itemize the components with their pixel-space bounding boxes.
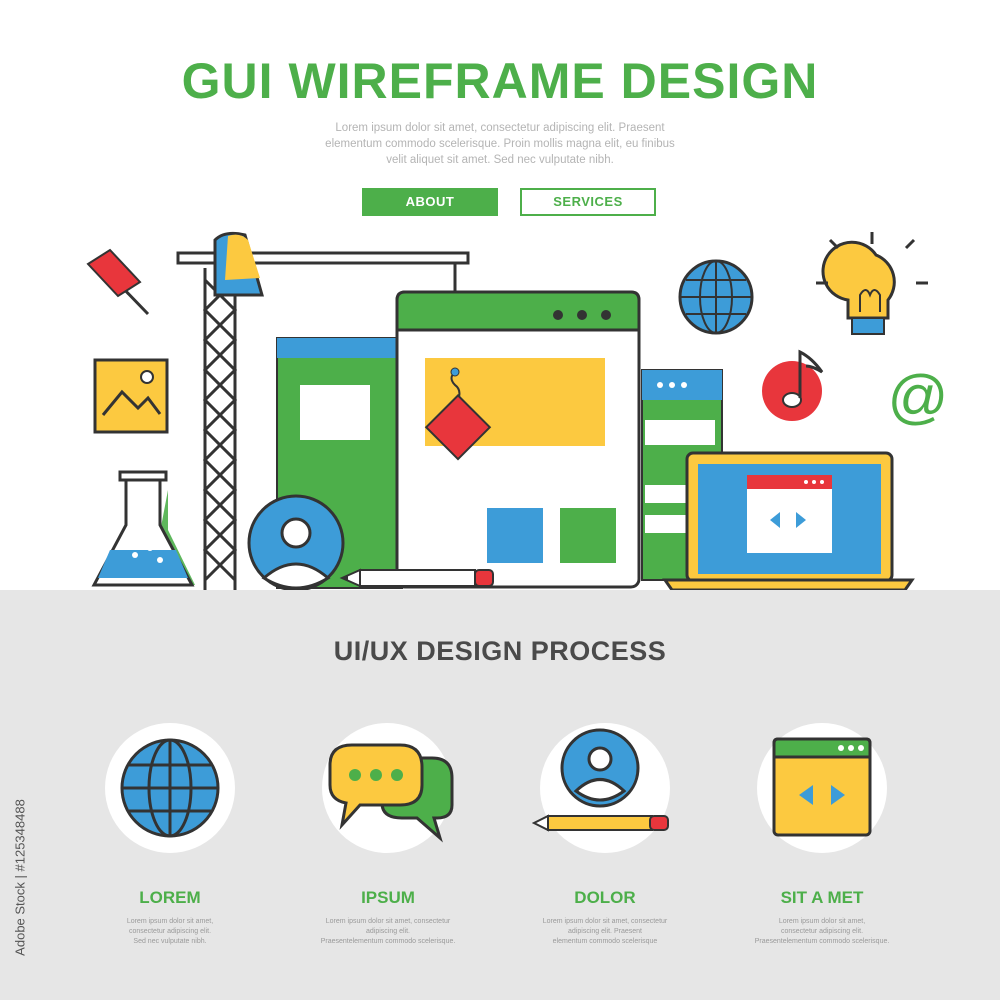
pushpin-icon — [86, 248, 150, 316]
about-button[interactable]: ABOUT — [362, 188, 498, 216]
step-label-ipsum: IPSUM — [361, 888, 415, 907]
services-button[interactable]: SERVICES — [520, 188, 656, 216]
step-circle-2 — [322, 723, 454, 853]
laptop-icon — [662, 451, 915, 592]
process-title: UI/UX DESIGN PROCESS — [333, 636, 667, 666]
at-sign-icon: @ — [888, 363, 949, 430]
crane-lamp — [213, 231, 264, 297]
page-title: GUI WIREFRAME DESIGN — [181, 53, 819, 109]
image-icon — [93, 358, 169, 434]
step-desc-sit-a-met: Lorem ipsum dolor sit amet,consectetur a… — [754, 918, 890, 945]
flask-icon — [91, 470, 195, 587]
step-label-lorem: LOREM — [139, 888, 201, 907]
user-avatar-icon — [247, 494, 345, 592]
stock-id-label: Adobe Stock | #125348488 — [12, 799, 28, 956]
globe-icon — [678, 259, 754, 335]
music-note-icon — [762, 349, 824, 421]
step-circle-3 — [531, 723, 670, 853]
step-circle-4 — [757, 723, 887, 853]
background-window-right — [641, 369, 723, 581]
crane-icon — [176, 251, 470, 590]
hero-illustration: @ — [86, 231, 949, 592]
chat-bubbles-icon — [328, 743, 454, 843]
user-avatar-pencil-icon — [531, 728, 669, 832]
browser-window-icon — [395, 290, 641, 589]
pencil-icon — [339, 568, 494, 588]
lightbulb-icon — [816, 232, 928, 335]
browser-window-icon — [772, 737, 872, 837]
step-circle-1 — [105, 723, 235, 853]
step-desc-lorem: Lorem ipsum dolor sit amet,consectetur a… — [126, 918, 214, 945]
globe-icon — [120, 738, 220, 838]
step-label-sit-a-met: SIT A MET — [780, 888, 864, 907]
step-label-dolor: DOLOR — [574, 888, 636, 907]
hero-subtitle: Lorem ipsum dolor sit amet, consectetur … — [325, 122, 675, 166]
